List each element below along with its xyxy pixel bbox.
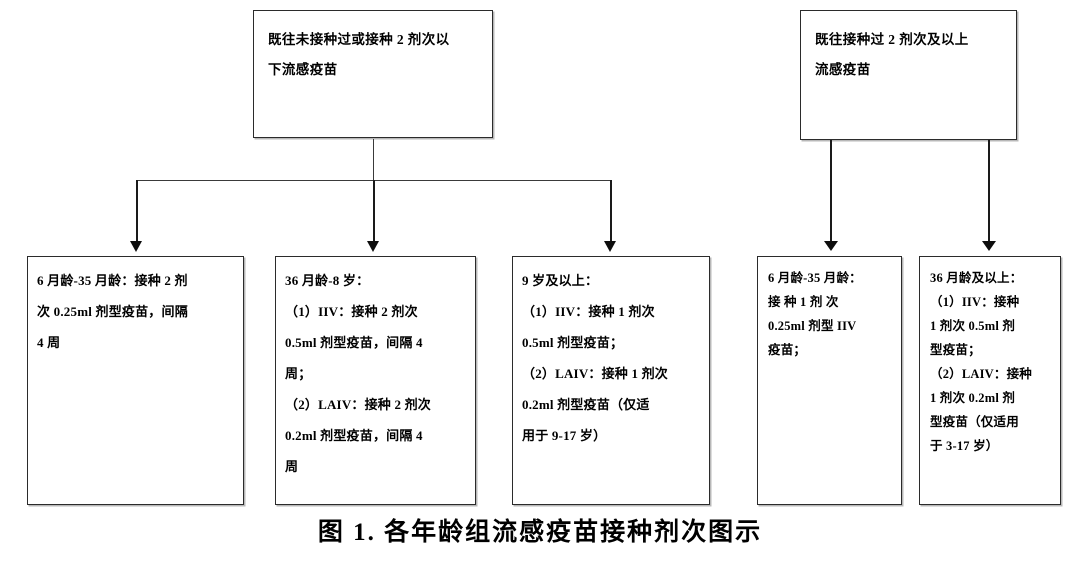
leaf-6m-35m-one-dose: 6 月龄-35 月龄： 接 种 1 剂 次 0.25ml 剂型 IIV 疫苗； [757, 256, 902, 505]
connector-trunk-left [373, 139, 374, 181]
leaf-6m-35m-two-doses: 6 月龄-35 月龄：接种 2 剂 次 0.25ml 剂型疫苗，间隔 4 周 [27, 256, 244, 505]
connector-drop-right-2 [988, 140, 990, 242]
leaf-6m-35m-two-doses-text: 6 月龄-35 月龄：接种 2 剂 次 0.25ml 剂型疫苗，间隔 4 周 [37, 273, 188, 350]
leaf-9y-and-above: 9 岁及以上： （1）IIV：接种 1 剂次 0.5ml 剂型疫苗； （2）LA… [512, 256, 710, 505]
arrowhead-left-1 [130, 241, 142, 252]
figure-caption: 图 1. 各年龄组流感疫苗接种剂次图示 [317, 519, 763, 546]
root-box-unvaccinated-text: 既往未接种过或接种 2 剂次以 下流感疫苗 [268, 32, 450, 77]
root-box-vaccinated-text: 既往接种过 2 剂次及以上 流感疫苗 [815, 32, 969, 77]
arrowhead-left-3 [604, 241, 616, 252]
leaf-36m-8y-text: 36 月龄-8 岁： （1）IIV：接种 2 剂次 0.5ml 剂型疫苗，间隔 … [285, 273, 432, 474]
leaf-6m-35m-one-dose-text: 6 月龄-35 月龄： 接 种 1 剂 次 0.25ml 剂型 IIV 疫苗； [768, 271, 862, 357]
connector-drop-left-2 [373, 180, 375, 242]
root-box-vaccinated: 既往接种过 2 剂次及以上 流感疫苗 [800, 10, 1017, 140]
connector-drop-right-1 [830, 140, 832, 242]
arrowhead-left-2 [367, 241, 379, 252]
connector-drop-left-1 [136, 180, 138, 242]
leaf-36m-8y: 36 月龄-8 岁： （1）IIV：接种 2 剂次 0.5ml 剂型疫苗，间隔 … [275, 256, 476, 505]
connector-drop-left-3 [610, 180, 612, 242]
leaf-36m-and-above: 36 月龄及以上： （1）IIV：接种 1 剂次 0.5ml 剂 型疫苗； （2… [919, 256, 1061, 505]
arrowhead-right-1 [824, 241, 838, 251]
leaf-36m-and-above-text: 36 月龄及以上： （1）IIV：接种 1 剂次 0.5ml 剂 型疫苗； （2… [930, 271, 1033, 453]
leaf-9y-and-above-text: 9 岁及以上： （1）IIV：接种 1 剂次 0.5ml 剂型疫苗； （2）LA… [522, 273, 669, 443]
root-box-unvaccinated: 既往未接种过或接种 2 剂次以 下流感疫苗 [253, 10, 493, 138]
arrowhead-right-2 [982, 241, 996, 251]
